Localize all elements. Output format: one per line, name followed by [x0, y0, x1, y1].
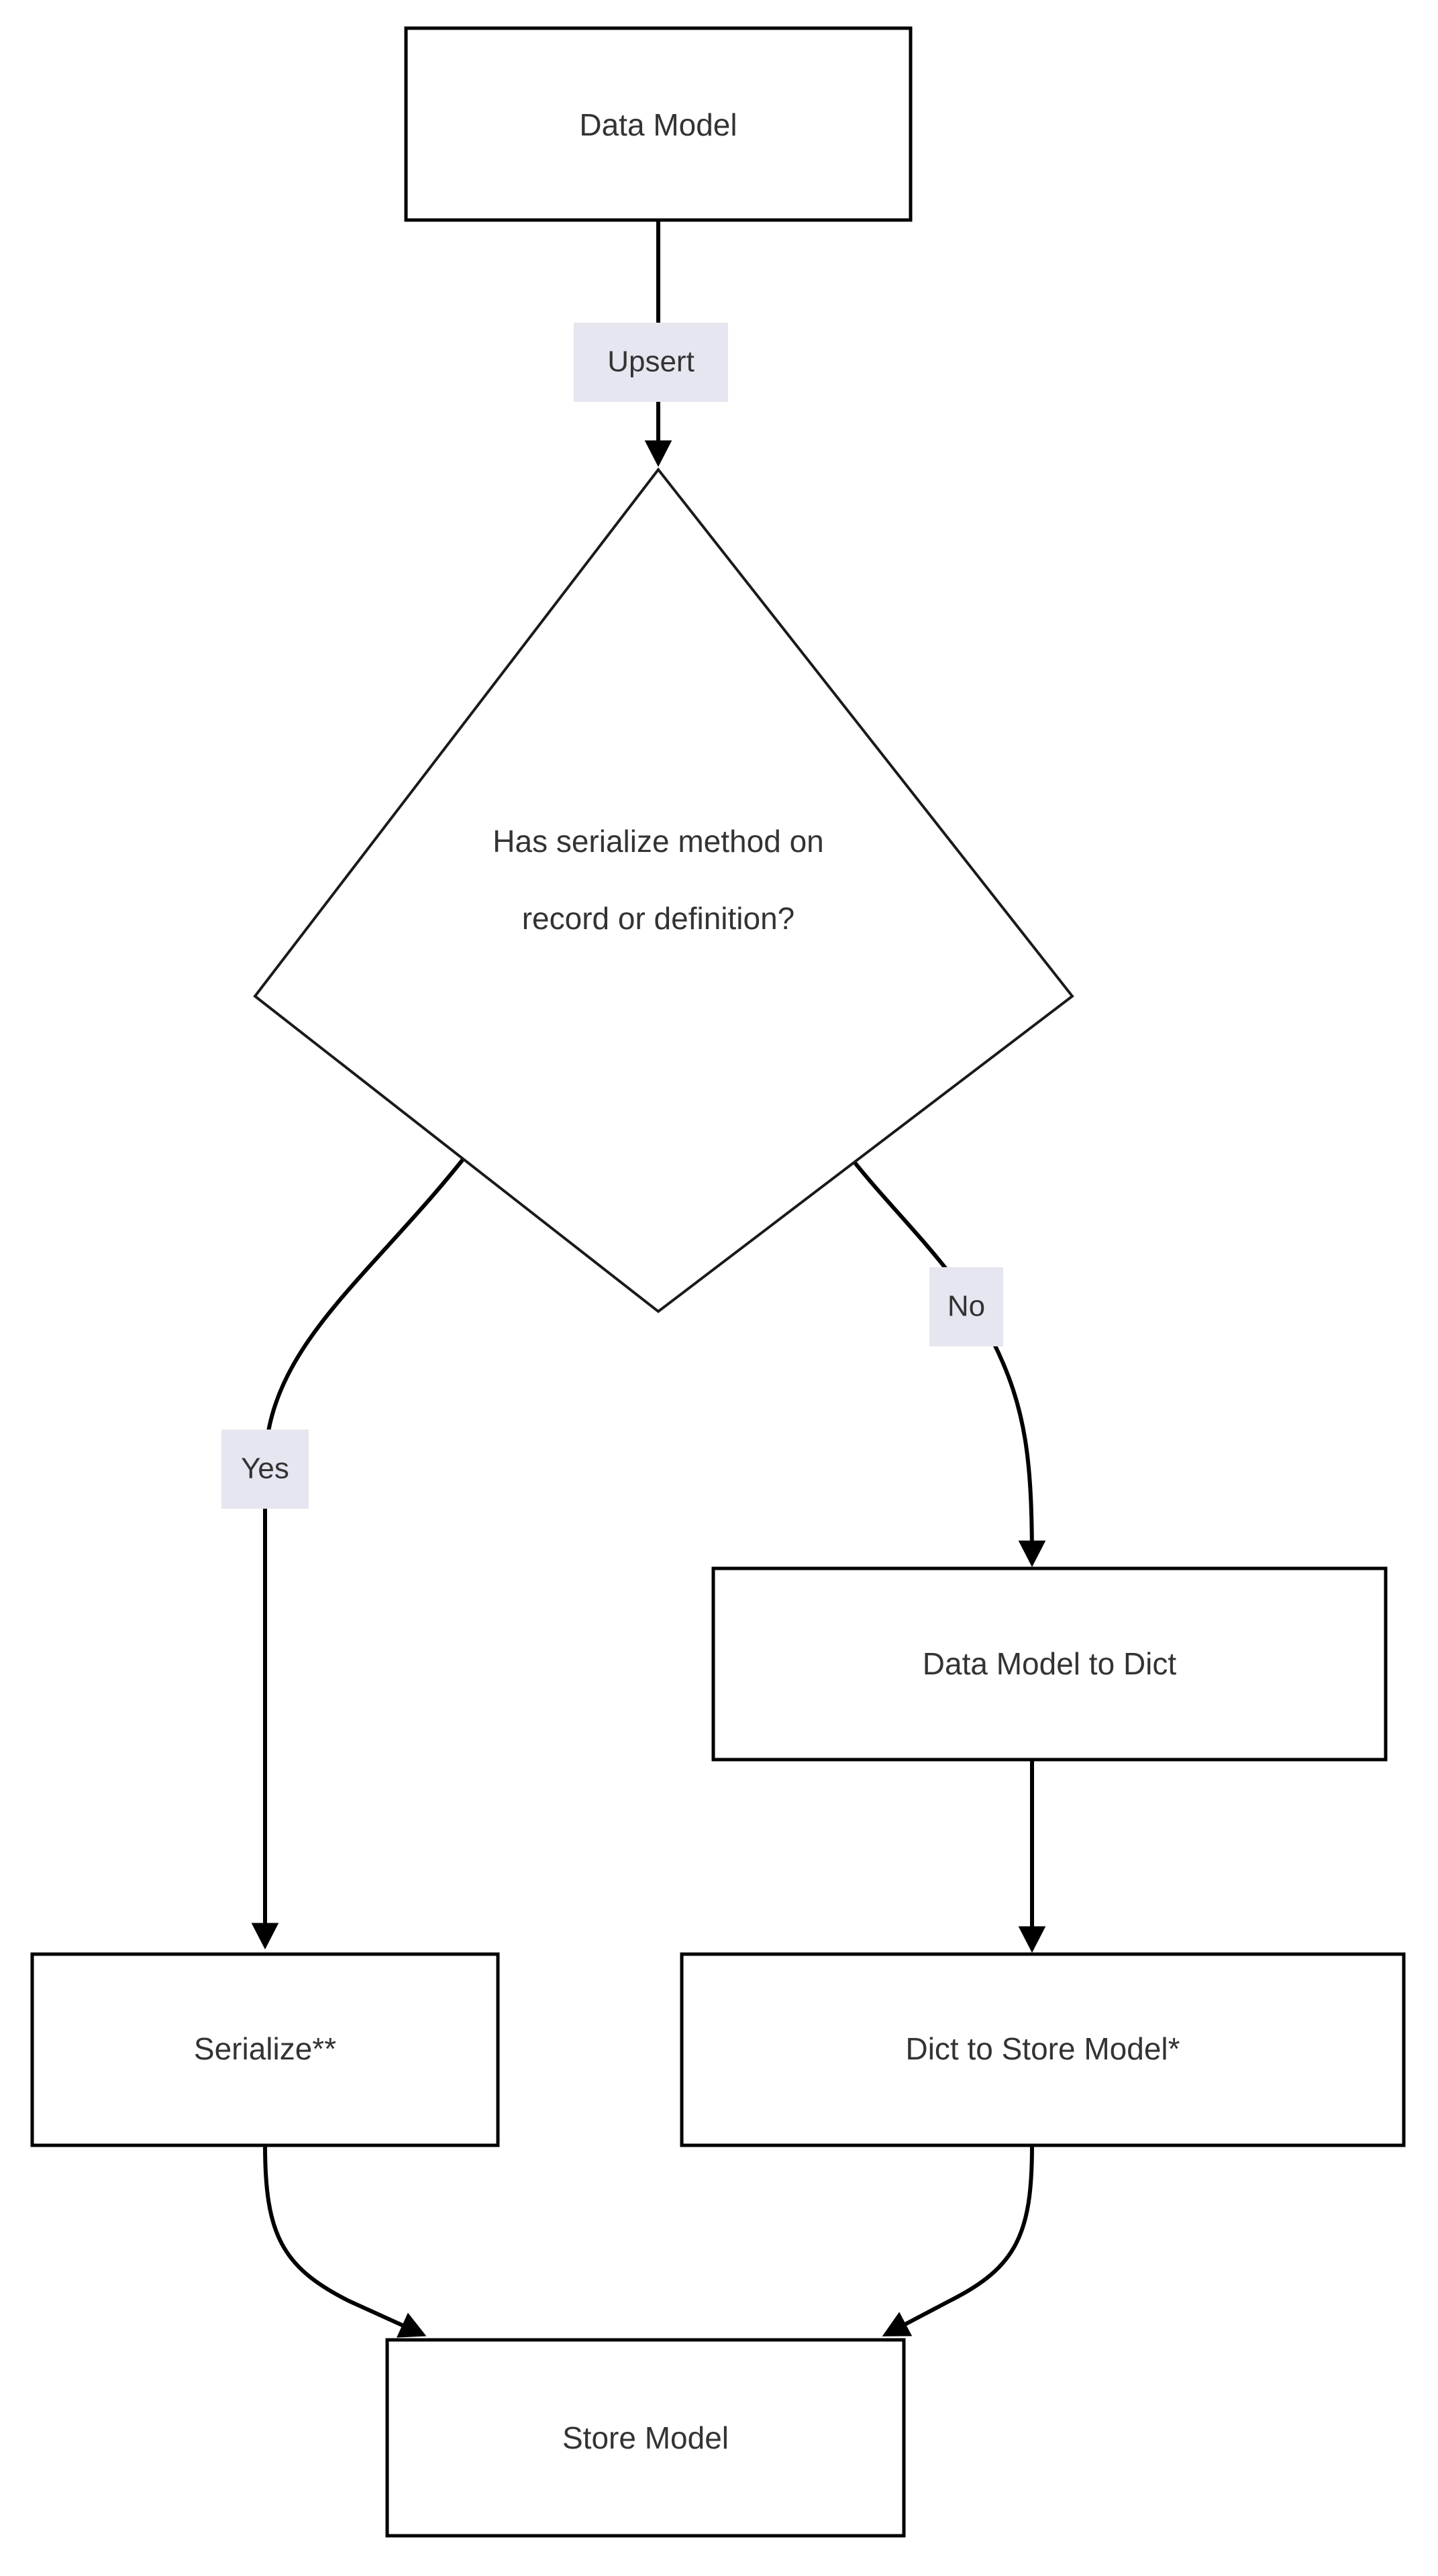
node-data-model-label: Data Model — [579, 107, 737, 142]
node-data-model-to-dict[interactable]: Data Model to Dict — [711, 1566, 1388, 1762]
node-store-model-label: Store Model — [562, 2420, 729, 2455]
node-serialize-shape — [30, 1952, 500, 2147]
edge-label-no-text: No — [947, 1290, 985, 1323]
node-has-serialize-decision-label-line2: record or definition? — [522, 901, 795, 936]
edge-no-line — [835, 1139, 1046, 1568]
node-serialize[interactable]: Serialize** — [30, 1952, 500, 2147]
node-data-model-shape — [404, 26, 913, 222]
node-store-model-shape — [385, 2338, 906, 2538]
edge-label-yes-bg — [221, 1430, 309, 1509]
edge-dict-store-line — [882, 2145, 1034, 2337]
node-has-serialize-decision-label-line1: Has serialize method on — [493, 824, 823, 859]
node-data-model-to-dict-label: Data Model to Dict — [923, 1646, 1177, 1681]
node-data-model-to-dict-shape — [711, 1566, 1388, 1762]
edge-label-yes: Yes — [221, 1430, 309, 1509]
edge-serialize-store-line — [263, 2145, 427, 2338]
node-has-serialize-decision-shape — [253, 467, 1074, 1313]
edge-label-no-bg — [929, 1267, 1003, 1346]
node-dict-to-store-model-label: Dict to Store Model* — [905, 2031, 1180, 2066]
node-data-model[interactable]: Data Model — [404, 26, 913, 222]
edge-label-yes-text: Yes — [241, 1452, 289, 1485]
node-store-model[interactable]: Store Model — [385, 2338, 906, 2538]
node-serialize-label: Serialize** — [194, 2031, 336, 2066]
edge-label-no: No — [929, 1267, 1003, 1346]
edge-label-upsert: Upsert — [574, 323, 728, 402]
edge-yes-line — [251, 1139, 480, 1950]
node-dict-to-store-model-shape — [680, 1952, 1406, 2147]
edge-label-upsert-bg — [574, 323, 728, 402]
edge-label-upsert-text: Upsert — [607, 345, 695, 378]
node-dict-to-store-model[interactable]: Dict to Store Model* — [680, 1952, 1406, 2147]
node-has-serialize-decision[interactable]: Has serialize method on record or defini… — [253, 467, 1074, 1313]
